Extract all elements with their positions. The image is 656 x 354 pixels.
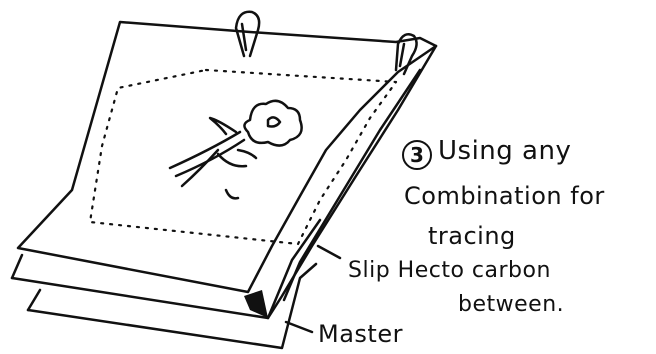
master-pointer [286, 322, 312, 332]
slip-label-line-1: Slip Hecto carbon [348, 258, 551, 283]
flower-drawing [170, 101, 302, 199]
instruction-line-2: Combination for [404, 182, 605, 210]
slip-label-line-2: between. [458, 292, 564, 317]
carbon-sheet [12, 220, 320, 318]
step-number-badge: 3 [402, 140, 432, 170]
instruction-line-1: Using any [438, 136, 571, 166]
left-clip [236, 12, 259, 56]
tracing-outline [90, 70, 396, 244]
top-sheet [18, 22, 436, 292]
instruction-line-3: tracing [428, 222, 516, 250]
master-label: Master [318, 320, 403, 348]
slip-pointer [318, 246, 340, 258]
